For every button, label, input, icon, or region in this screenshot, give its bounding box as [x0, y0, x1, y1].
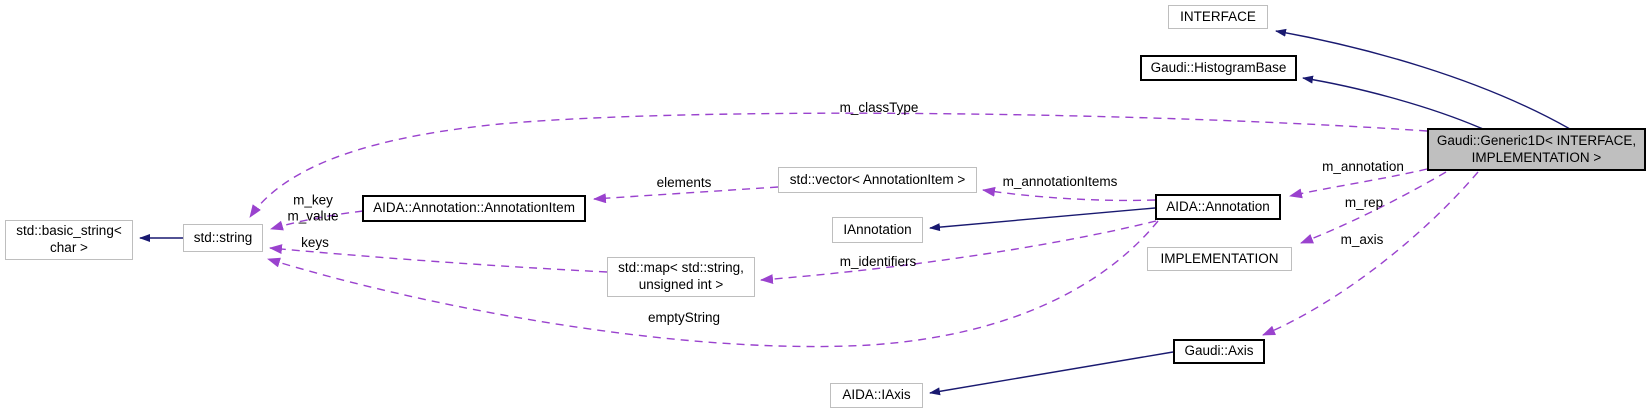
edge-keys: [269, 244, 608, 273]
edge-m-key-m-value: [270, 210, 364, 231]
edge-m-identifiers: [760, 220, 1157, 285]
node-aida-annotation[interactable]: AIDA::Annotation: [1155, 194, 1281, 220]
edge-generic1d-to-histogrambase: [1302, 75, 1484, 130]
node-iannotation[interactable]: IAnnotation: [832, 217, 923, 243]
node-aida-iaxis[interactable]: AIDA::IAxis: [830, 383, 923, 408]
edge-elements: [593, 186, 779, 204]
node-implementation[interactable]: IMPLEMENTATION: [1147, 247, 1292, 271]
node-std-vector-annotationitem[interactable]: std::vector< AnnotationItem >: [778, 167, 977, 193]
edge-label-m-annotation: m_annotation: [1322, 159, 1404, 175]
edge-label-m-axis: m_axis: [1340, 232, 1384, 248]
node-std-basic-string[interactable]: std::basic_string< char >: [5, 220, 133, 260]
node-interface[interactable]: INTERFACE: [1168, 5, 1268, 29]
edge-m-annotationitems: [982, 186, 1156, 202]
node-gaudi-axis[interactable]: Gaudi::Axis: [1173, 339, 1265, 364]
edge-generic1d-to-interface: [1275, 28, 1571, 130]
node-std-map[interactable]: std::map< std::string, unsigned int >: [607, 257, 755, 297]
edge-label-m-annotationitems: m_annotationItems: [1002, 174, 1118, 190]
edge-label-m-classtype: m_classType: [839, 100, 919, 116]
node-gaudi-generic1d[interactable]: Gaudi::Generic1D< INTERFACE, IMPLEMENTAT…: [1427, 128, 1646, 171]
edge-label-m-identifiers: m_identifiers: [839, 254, 917, 270]
node-std-string[interactable]: std::string: [183, 224, 263, 252]
edge-m-axis: [1262, 171, 1479, 336]
edge-label-emptystring: emptyString: [647, 310, 721, 326]
edge-m-rep: [1300, 171, 1447, 244]
edge-axis-to-iaxis: [929, 351, 1174, 396]
node-gaudi-histogrambase[interactable]: Gaudi::HistogramBase: [1140, 55, 1297, 81]
edge-m-annotation: [1289, 168, 1428, 199]
edge-label-m-rep: m_rep: [1344, 195, 1384, 211]
node-aida-annotation-annotationitem[interactable]: AIDA::Annotation::AnnotationItem: [362, 195, 586, 222]
edge-annotation-to-iannotation: [929, 207, 1156, 232]
edge-label-elements: elements: [656, 175, 712, 191]
edge-label-m-key-m-value: m_key m_value: [287, 192, 339, 223]
edge-label-keys: keys: [301, 235, 329, 251]
